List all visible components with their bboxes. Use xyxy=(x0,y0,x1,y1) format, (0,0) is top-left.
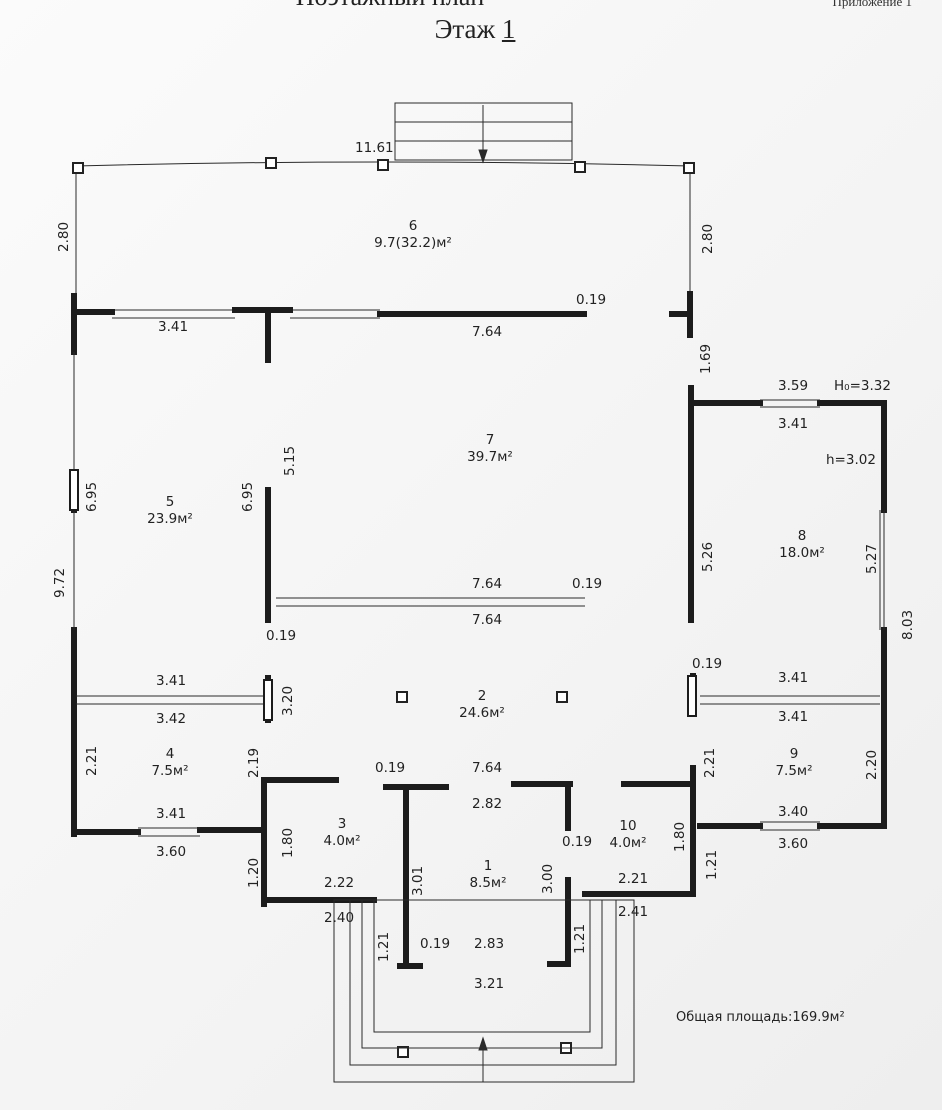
room-area: 9.7(32.2)м² xyxy=(374,235,452,251)
dim-label: 5.26 xyxy=(700,541,716,572)
dim-label: 3.41 xyxy=(778,416,809,432)
floor-title: Этаж 1 xyxy=(355,14,595,45)
top-stairs xyxy=(394,102,573,164)
room-area: 18.0м² xyxy=(779,545,825,561)
dim-label: 1.80 xyxy=(280,827,296,858)
room-9-label: 9 7.5м² xyxy=(744,746,844,780)
room-area: 23.9м² xyxy=(147,511,193,527)
dim-label: 7.64 xyxy=(472,324,503,340)
dim-label: 2.80 xyxy=(56,221,72,252)
total-area: Общая площадь:169.9м² xyxy=(676,1010,845,1025)
thin-lines xyxy=(73,352,885,1083)
room-8-label: 8 18.0м² xyxy=(752,528,852,562)
dim-label: 2.21 xyxy=(84,745,100,776)
room-number: 10 xyxy=(619,818,637,834)
dim-label: 0.19 xyxy=(576,292,607,308)
dim-label: 2.41 xyxy=(618,904,649,920)
dim-label: 5.27 xyxy=(864,543,880,574)
dim-label: 3.42 xyxy=(156,711,187,727)
room-area: 7.5м² xyxy=(151,763,189,779)
room-number: 9 xyxy=(789,746,799,762)
dim-label: 1.21 xyxy=(376,931,392,962)
dim-label: 1.69 xyxy=(698,343,714,374)
room-7-label: 7 39.7м² xyxy=(440,432,540,466)
room-area: 7.5м² xyxy=(775,763,813,779)
room-number: 3 xyxy=(337,816,347,832)
room-number: 8 xyxy=(797,528,807,544)
dim-label: 9.72 xyxy=(52,567,68,598)
dim-label: 3.01 xyxy=(410,865,426,896)
dim-label: 3.20 xyxy=(280,685,296,716)
room-number: 1 xyxy=(483,858,493,874)
dim-label: 3.41 xyxy=(158,319,189,335)
dim-label: 2.83 xyxy=(474,936,505,952)
dim-label: 3.40 xyxy=(778,804,809,820)
dim-label: 3.41 xyxy=(156,673,187,689)
dim-label: 2.82 xyxy=(472,796,503,812)
appendix-label: Приложение 1 xyxy=(832,0,912,9)
room-number: 4 xyxy=(165,746,175,762)
room-5-label: 5 23.9м² xyxy=(120,494,220,528)
room-area: 4.0м² xyxy=(323,833,361,849)
room-area: 8.5м² xyxy=(469,875,507,891)
dim-label: 7.64 xyxy=(472,760,503,776)
dim-label: 6.95 xyxy=(84,481,100,512)
dim-label: h=3.02 xyxy=(826,452,876,468)
dim-label: 0.19 xyxy=(562,834,593,850)
dim-label: 3.00 xyxy=(540,863,556,894)
dim-label: 1.20 xyxy=(246,857,262,888)
dim-label: 0.19 xyxy=(692,656,723,672)
dim-label: 11.61 xyxy=(355,140,394,156)
dim-label: 6.95 xyxy=(240,481,256,512)
dim-label: 0.19 xyxy=(266,628,297,644)
room-1-label: 1 8.5м² xyxy=(438,858,538,892)
dim-label: 3.21 xyxy=(474,976,505,992)
dim-label: 3.41 xyxy=(156,806,187,822)
dim-label: 0.19 xyxy=(572,576,603,592)
room-6-label: 6 9.7(32.2)м² xyxy=(353,218,473,252)
dim-label: 7.64 xyxy=(472,576,503,592)
dim-label: 2.21 xyxy=(618,871,649,887)
dim-label: 3.41 xyxy=(778,670,809,686)
dim-label: 3.41 xyxy=(778,709,809,725)
room-3-label: 3 4.0м² xyxy=(292,816,392,850)
document-title: Поэтажный план xyxy=(240,0,540,12)
dim-label: 0.19 xyxy=(375,760,406,776)
dim-label: 3.60 xyxy=(156,844,187,860)
room-area: 39.7м² xyxy=(467,449,513,465)
floor-label: Этаж xyxy=(434,14,496,44)
dim-label: 8.03 xyxy=(900,609,916,640)
dim-label: 0.19 xyxy=(420,936,451,952)
dim-label: H₀=3.32 xyxy=(834,378,891,394)
dim-label: 2.19 xyxy=(246,747,262,778)
dim-label: 2.22 xyxy=(324,875,355,891)
partition-blocks xyxy=(69,469,697,721)
dim-label: 5.15 xyxy=(282,445,298,476)
dim-label: 1.80 xyxy=(672,821,688,852)
walls xyxy=(71,291,887,969)
dim-label: 7.64 xyxy=(472,612,503,628)
floor-number: 1 xyxy=(501,14,516,44)
room-number: 6 xyxy=(408,218,418,234)
dim-label: 2.21 xyxy=(702,747,718,778)
room-number: 7 xyxy=(485,432,495,448)
dim-label: 1.21 xyxy=(704,849,720,880)
room-area: 4.0м² xyxy=(609,835,647,851)
room-number: 2 xyxy=(477,688,487,704)
room-4-label: 4 7.5м² xyxy=(120,746,220,780)
dim-label: 3.59 xyxy=(778,378,809,394)
dim-label: 2.80 xyxy=(700,223,716,254)
dim-label: 2.40 xyxy=(324,910,355,926)
room-number: 5 xyxy=(165,494,175,510)
room-10-label: 10 4.0м² xyxy=(578,818,678,852)
dim-label: 3.60 xyxy=(778,836,809,852)
room-area: 24.6м² xyxy=(459,705,505,721)
room-2-label: 2 24.6м² xyxy=(432,688,532,722)
dim-label: 2.20 xyxy=(864,749,880,780)
dim-label: 1.21 xyxy=(572,923,588,954)
